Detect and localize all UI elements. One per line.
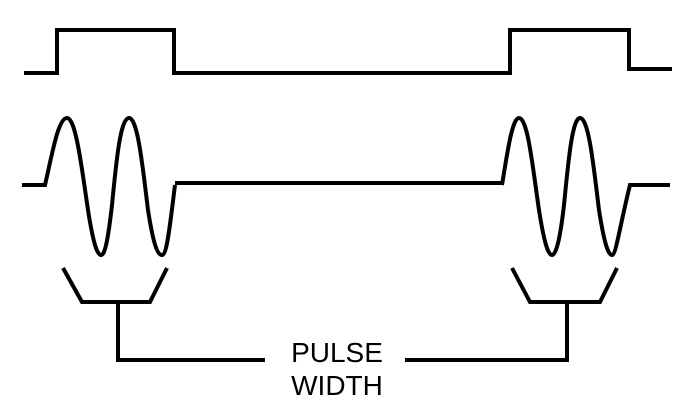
pulse-width-label-line2: WIDTH: [291, 370, 383, 401]
rf-burst-right: [500, 115, 670, 258]
pulse-width-bracket-left: [61, 267, 265, 362]
pulse-width-bracket-right: [405, 267, 619, 362]
pulse-width-label-line1: PULSE: [291, 337, 383, 368]
rf-burst-left: [22, 115, 177, 258]
square-pulse-train: [24, 28, 672, 75]
